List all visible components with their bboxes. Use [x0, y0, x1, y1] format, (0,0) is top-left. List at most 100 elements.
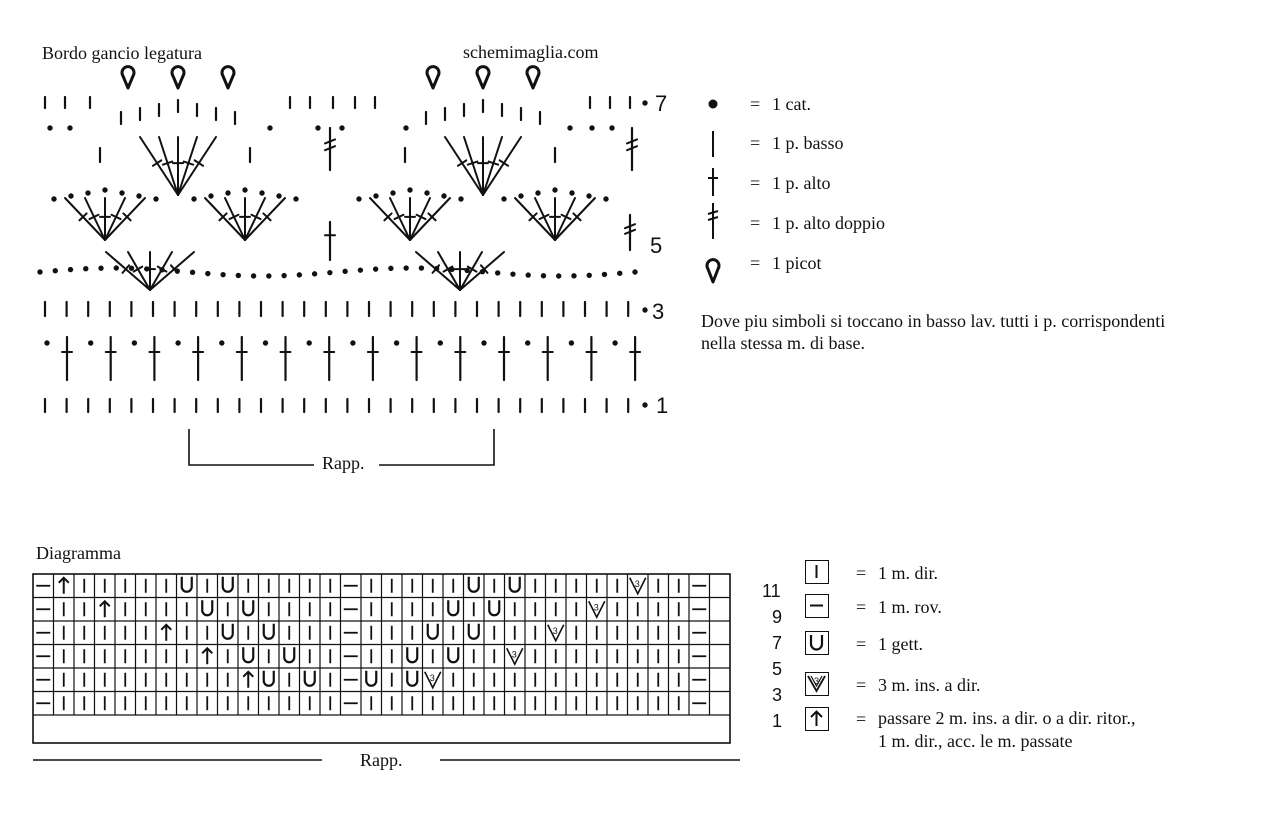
- chain-dot-icon: [568, 340, 575, 346]
- chain-dot-icon: [219, 340, 225, 346]
- crochet-title: Bordo gancio legatura: [42, 43, 202, 63]
- chain-dot-icon: [175, 340, 181, 346]
- k3tog-number: 3: [553, 626, 558, 636]
- chain-dot-icon: [356, 196, 362, 202]
- k3tog-icon: 3: [805, 672, 829, 696]
- chain-dot-icon: [262, 340, 269, 346]
- fan-stitch-icon: [121, 264, 131, 274]
- chain-dot-icon: [68, 193, 74, 199]
- legend-equals: =: [856, 563, 867, 583]
- fan-stitch-icon: [161, 160, 174, 166]
- chain-dot-icon: [390, 190, 396, 196]
- chain-dot-icon: [128, 265, 135, 271]
- treble-crochet-icon: [624, 228, 636, 235]
- picot-icon: [525, 65, 541, 90]
- chain-dot-icon: [617, 270, 623, 276]
- knit-row-11: 11: [762, 581, 781, 601]
- k3tog-number: 3: [430, 673, 435, 683]
- legend-row-picot: [700, 255, 726, 287]
- knit-row-5: 5: [772, 659, 783, 679]
- sk2p-icon: [242, 670, 254, 678]
- picot-icon: [220, 65, 236, 90]
- legend-equals: =: [750, 253, 761, 273]
- legend-equals: =: [856, 597, 867, 617]
- chain-dot-icon: [589, 125, 595, 131]
- chain-dot-icon: [535, 190, 541, 196]
- k3tog-number: 3: [635, 579, 640, 589]
- fan-stitch-icon: [572, 212, 582, 222]
- chain-dot-icon: [51, 196, 57, 202]
- crochet-repeat-bracket: [188, 429, 495, 466]
- treble-crochet-icon: [626, 138, 638, 145]
- knit-row-1: 1: [772, 711, 783, 731]
- fan-stitch-icon: [528, 212, 538, 222]
- legend-equals: =: [750, 173, 761, 193]
- legend-purl-label: 1 m. rov.: [878, 597, 942, 617]
- chain-dot-icon: [458, 196, 464, 202]
- fan-stitch-icon: [482, 136, 503, 196]
- chain-dot-icon: [609, 125, 615, 131]
- chain-dot-icon: [189, 269, 196, 276]
- picot-icon: [170, 65, 186, 90]
- legend-equals: =: [750, 213, 761, 233]
- chain-dot-icon: [510, 271, 516, 277]
- single-crochet-icon: [700, 128, 726, 160]
- yarn-over-icon: [303, 670, 316, 687]
- k3tog-icon: [506, 647, 524, 667]
- fan-stitch-icon: [78, 212, 88, 222]
- fan-stitch-icon: [110, 213, 122, 221]
- row-number-5: 5: [650, 233, 662, 258]
- legend-row-treble: [700, 203, 726, 239]
- chain-dot-icon: [525, 340, 531, 346]
- row-number-1: 1: [656, 393, 668, 418]
- legend-single-label: 1 p. basso: [772, 133, 844, 153]
- chain-dot-icon: [144, 266, 150, 272]
- knit-row-7: 7: [772, 633, 783, 653]
- fan-stitch-icon: [193, 159, 205, 167]
- chain-dot-icon: [67, 125, 73, 131]
- chain-dot-icon: [83, 266, 89, 272]
- chain-dot-icon: [293, 196, 299, 202]
- fan-stitch-icon: [534, 197, 556, 241]
- yarn-over-icon: [467, 623, 480, 640]
- legend-yarnover-label: 1 gett.: [878, 634, 923, 654]
- fan-stitch-icon: [487, 160, 500, 166]
- fan-stitch-icon: [463, 136, 484, 196]
- chain-dot-icon: [642, 402, 648, 408]
- fan-stitch-icon: [369, 197, 411, 241]
- chain-dot-icon: [393, 340, 400, 346]
- chain-dot-icon: [250, 273, 257, 279]
- fan-stitch-icon: [560, 213, 572, 221]
- chain-dot-icon: [464, 267, 470, 274]
- row-number-3: 3: [652, 299, 664, 324]
- fan-stitch-icon: [204, 197, 246, 241]
- fan-stitch-icon: [177, 136, 217, 196]
- chain-dot-icon: [327, 269, 333, 276]
- fan-stitch-icon: [479, 264, 489, 274]
- chain-dot-icon: [342, 268, 348, 275]
- chain-dot-icon: [113, 265, 119, 271]
- chain-dot-icon: [37, 269, 43, 275]
- yarn-over-icon: [221, 576, 234, 593]
- chain-dot-icon: [98, 265, 104, 271]
- yarn-over-icon: [242, 600, 255, 617]
- yarn-over-icon: [262, 623, 275, 640]
- chain-dot-icon: [441, 193, 447, 199]
- chain-dot-icon: [259, 190, 265, 196]
- chain-dot-icon: [424, 190, 430, 196]
- yarn-over-icon: [365, 670, 378, 687]
- chain-dot-icon: [220, 271, 226, 278]
- knit-stitch-icon: [805, 560, 829, 584]
- knit-row-9: 9: [772, 607, 783, 627]
- legend-equals: =: [856, 675, 867, 695]
- fan-stitch-icon: [456, 159, 468, 167]
- sk2p-icon: [805, 707, 829, 731]
- k3tog-number: 3: [512, 649, 517, 659]
- legend-double-label: 1 p. alto: [772, 173, 831, 193]
- chain-dot-icon: [306, 340, 312, 346]
- chain-dot-icon: [388, 265, 394, 272]
- chain-dot-icon: [191, 196, 197, 202]
- legend-equals: =: [750, 133, 761, 153]
- chain-dot-icon: [586, 193, 592, 199]
- yarn-over-icon: [805, 631, 829, 655]
